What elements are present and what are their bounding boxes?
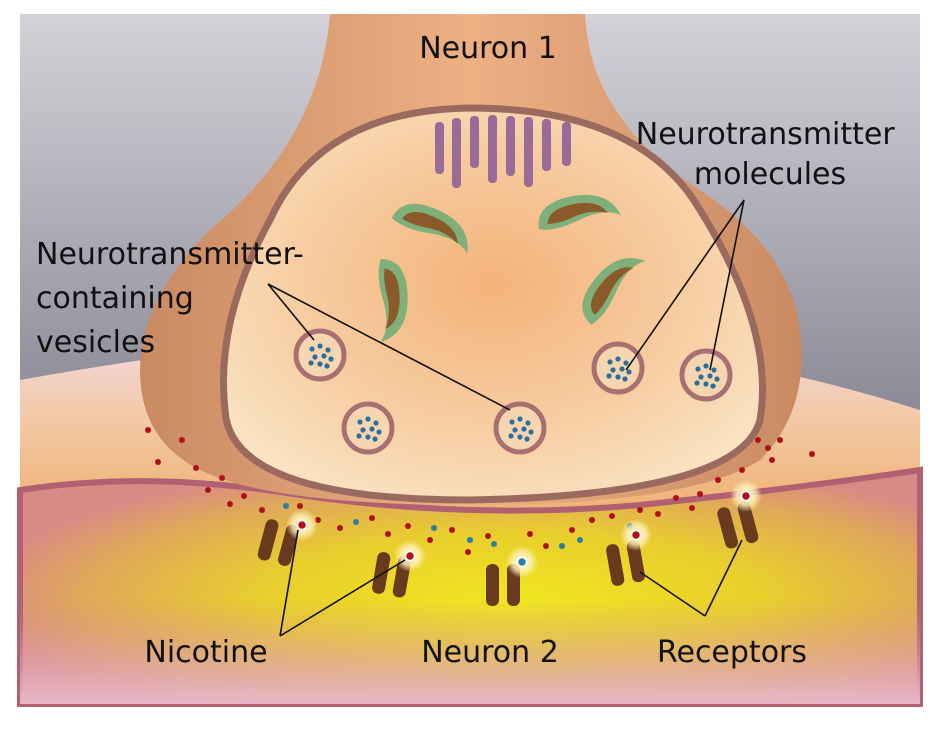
vesicle	[341, 401, 395, 455]
vesicle	[293, 328, 347, 382]
label-neuron-2: Neuron 2	[421, 635, 559, 670]
leader-molecules-1	[625, 199, 745, 371]
mitochondria	[378, 194, 646, 343]
label-vesicles-line-1: Neurotransmitter-	[36, 237, 304, 272]
label-receptors: Receptors	[657, 635, 807, 670]
mitochondrion	[391, 203, 468, 254]
leader-receptors-1	[639, 571, 706, 617]
leader-molecules-2	[709, 199, 745, 371]
vesicle	[591, 341, 645, 395]
label-neurotransmitter-molecules-line-1: Neurotransmitter	[636, 117, 896, 152]
leader-lines	[267, 199, 745, 637]
leader-vesicles-2	[267, 283, 511, 411]
receptors	[257, 501, 759, 606]
vesicles	[293, 328, 733, 455]
mitochondrion	[378, 258, 408, 343]
neuron-2-bottom-shade	[20, 600, 920, 704]
mitochondrion	[538, 194, 622, 230]
label-vesicles-line-2: containing	[36, 281, 194, 316]
leader-receptors-2	[704, 539, 743, 617]
label-nicotine: Nicotine	[144, 635, 267, 670]
label-neurotransmitter-molecules: Neurotransmitter molecules	[636, 117, 905, 192]
microtubules	[435, 115, 571, 188]
leader-vesicles-1	[267, 283, 315, 341]
label-vesicles-line-3: vesicles	[36, 325, 155, 360]
vesicle	[493, 401, 547, 455]
label-neurotransmitter-molecules-line-2: molecules	[694, 157, 846, 192]
mitochondrion	[582, 257, 646, 325]
label-vesicles: Neurotransmitter- containing vesicles	[36, 237, 313, 360]
label-neuron-1: Neuron 1	[419, 31, 557, 66]
axon-terminal	[219, 104, 766, 504]
leader-nicotine-1	[279, 529, 299, 637]
vesicle	[679, 348, 733, 402]
leader-nicotine-2	[279, 559, 406, 637]
bound-molecules	[286, 480, 762, 578]
receptor	[717, 501, 759, 549]
